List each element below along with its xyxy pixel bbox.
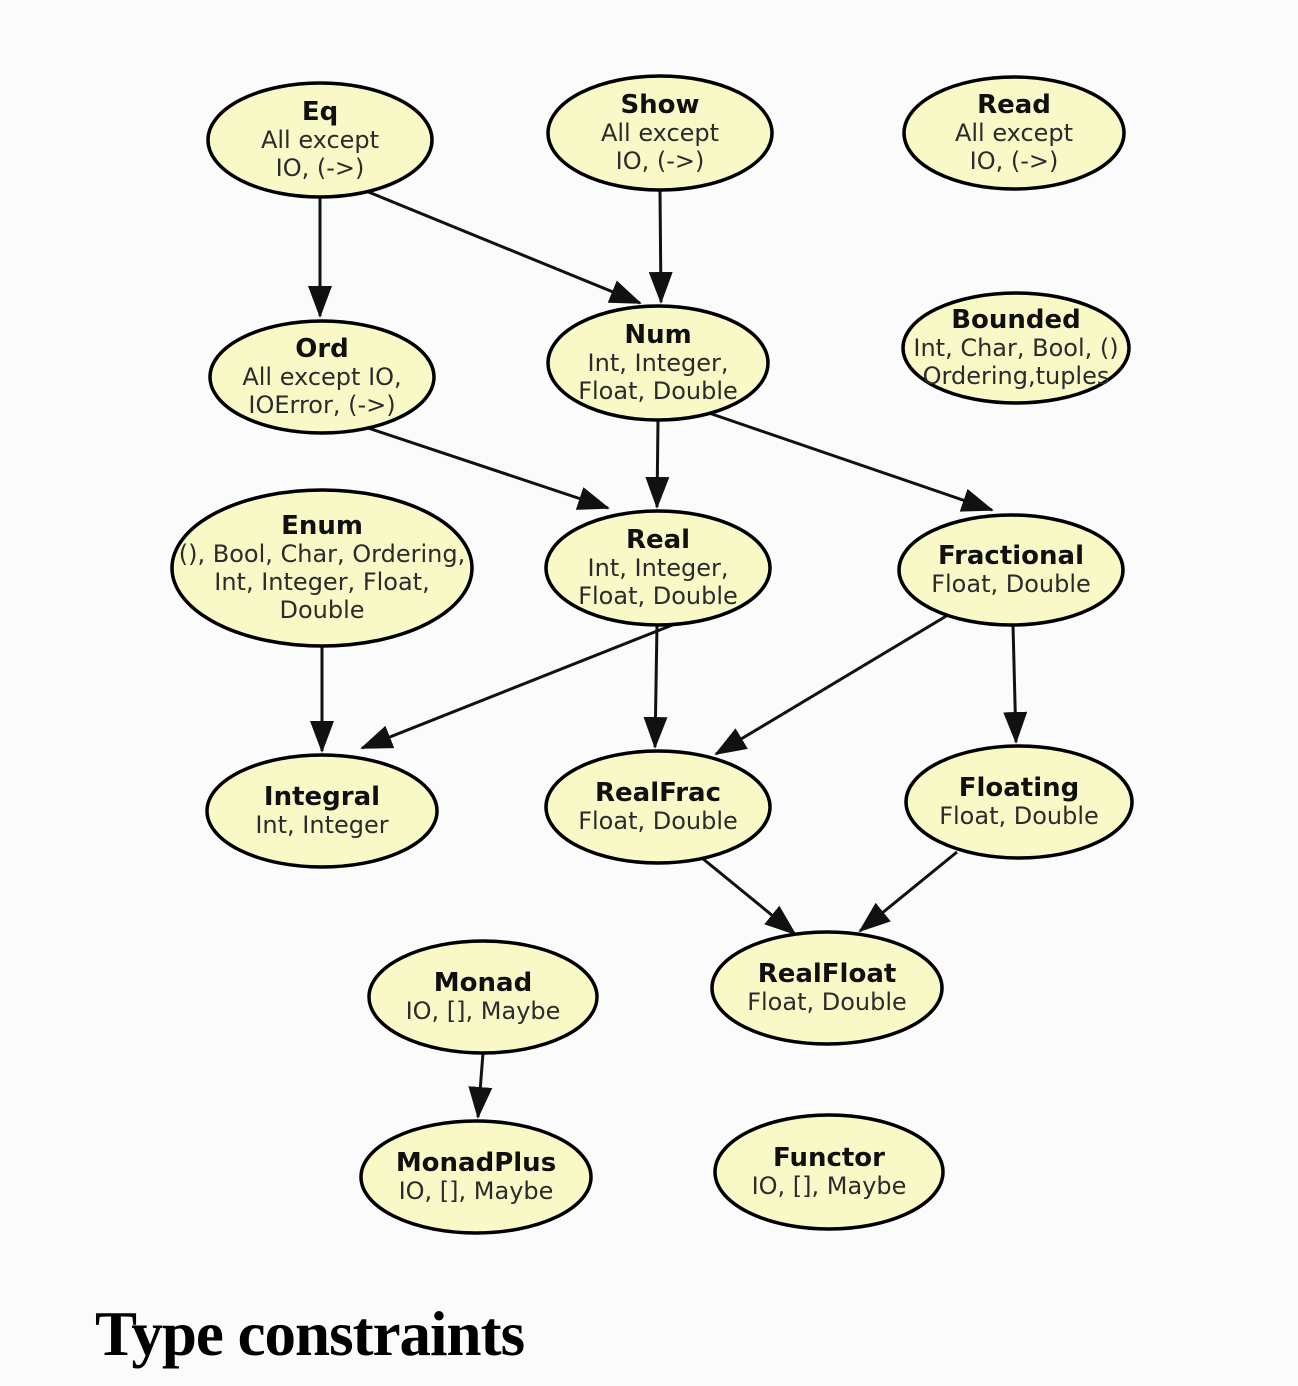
diagram-caption: Type constraints: [95, 1299, 525, 1369]
edge-fractional-floating: [1003, 624, 1028, 744]
node-enum-shape: [170, 488, 474, 648]
node-realfrac-shape: [544, 749, 772, 865]
edge-fractional-realfrac: [714, 613, 949, 756]
edge-show-num: [648, 189, 673, 304]
edge-ord-real: [367, 426, 610, 510]
edge-num-fractional: [705, 410, 994, 512]
node-real-shape: [544, 509, 772, 627]
node-monadplus-shape: [359, 1119, 593, 1235]
node-functor-shape: [713, 1113, 945, 1231]
node-monad-shape: [367, 939, 599, 1055]
node-fractional-shape: [897, 513, 1125, 627]
edge-monad-monadplus: [468, 1052, 493, 1119]
node-enum-label: Enum(), Bool, Char, Ordering,Int, Intege…: [179, 511, 466, 624]
edge-eq-num: [365, 189, 642, 305]
node-enum: Enum(), Bool, Char, Ordering,Int, Intege…: [170, 488, 474, 648]
edge-num-real: [645, 419, 670, 509]
node-ord-shape: [208, 319, 436, 435]
edge-floating-realfloat: [858, 850, 958, 933]
node-floating-shape: [904, 744, 1134, 860]
node-read-shape: [902, 75, 1126, 191]
node-eq-shape: [206, 81, 434, 199]
edge-realfrac-realfloat: [701, 856, 797, 936]
node-realfloat-shape: [710, 930, 944, 1046]
edge-real-integral: [360, 616, 691, 750]
node-show-shape: [546, 74, 774, 192]
node-bounded-shape: [901, 291, 1131, 405]
edges-layer: [308, 189, 1028, 1119]
edge-real-realfrac: [643, 624, 668, 749]
node-num-shape: [546, 304, 770, 422]
node-integral-shape: [205, 753, 439, 869]
